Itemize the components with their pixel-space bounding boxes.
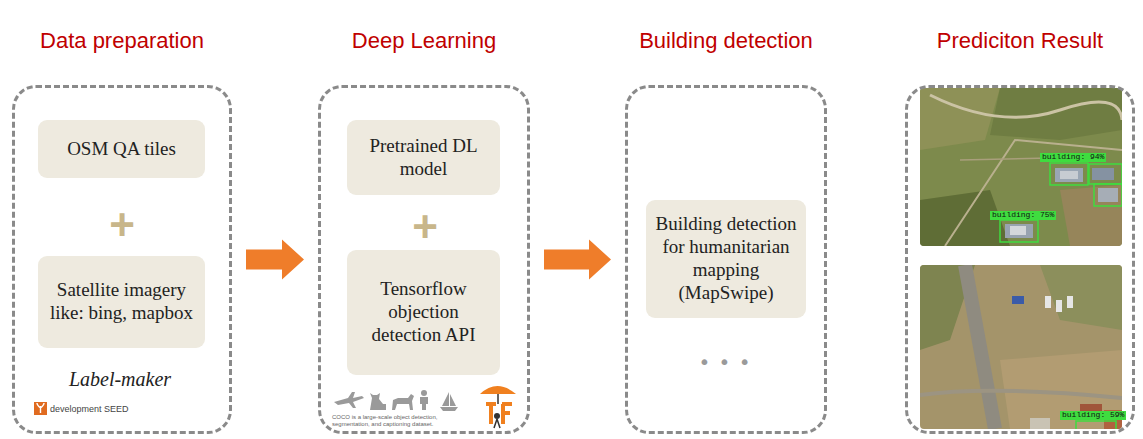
satellite-image <box>930 95 1122 120</box>
ellipsis: • • • <box>685 350 765 374</box>
process-box: Building detection for humanitarian mapp… <box>646 200 806 318</box>
satellite-image <box>1098 188 1118 202</box>
satellite-image <box>920 88 1122 246</box>
box-text: OSM QA tiles <box>67 138 176 161</box>
tensorflow-logo <box>494 419 500 428</box>
satellite-image <box>1030 418 1050 429</box>
satellite-image <box>1010 226 1026 235</box>
detection-tag: building: 94% <box>1040 153 1106 162</box>
coco-icons <box>420 397 428 410</box>
development-seed-logo <box>34 402 47 415</box>
box-text: Building detection for humanitarian mapp… <box>650 213 802 304</box>
satellite-image <box>1092 168 1114 180</box>
satellite-image <box>960 158 1050 160</box>
tensorflow-logo <box>497 394 499 404</box>
process-box: Pretrained DL model <box>347 120 500 195</box>
tool-name: Label-maker <box>40 368 200 391</box>
coco-icons <box>370 393 386 410</box>
satellite-image <box>1056 300 1062 312</box>
satellite-image <box>1094 184 1122 206</box>
plus-sign: + <box>403 205 447 249</box>
satellite-image <box>1012 296 1024 304</box>
satellite-image <box>920 88 1122 246</box>
box-text: Tensorflow objection detection API <box>351 278 496 346</box>
satellite-image <box>1089 164 1122 184</box>
coco-icons <box>334 390 458 411</box>
development-seed-logo <box>34 402 47 415</box>
satellite-image <box>1005 224 1033 238</box>
satellite-image <box>1060 185 1122 246</box>
flow-arrow <box>246 240 304 280</box>
satellite-image <box>1000 220 1038 242</box>
dataset-note: COCO is a large-scale object detection, … <box>332 414 472 428</box>
tensorflow-logo <box>480 386 516 428</box>
satellite-image <box>920 391 1122 398</box>
box-text: Satellite imagery like: bing, mapbox <box>42 279 201 325</box>
satellite-image <box>945 140 1122 246</box>
stage-panel: Prediciton Result <box>905 85 1135 434</box>
process-box: Tensorflow objection detection API <box>347 250 500 375</box>
process-box: OSM QA tiles <box>38 120 205 178</box>
stage-heading: Deep Learning <box>352 28 496 54</box>
stage-heading: Prediciton Result <box>937 28 1103 54</box>
logo-text: development SEED <box>50 404 200 414</box>
satellite-image <box>990 88 1122 140</box>
satellite-image <box>920 265 1122 429</box>
tensorflow-logo <box>486 404 496 424</box>
flow-arrow <box>544 240 611 280</box>
detection-tag: building: 59% <box>1060 411 1126 420</box>
coco-icons <box>440 392 458 411</box>
satellite-image <box>1040 265 1122 330</box>
tensorflow-logo <box>494 413 500 419</box>
coco-icons <box>334 392 364 408</box>
satellite-image <box>1050 163 1088 185</box>
coco-icons <box>421 390 427 396</box>
stage-heading: Building detection <box>639 28 813 54</box>
stage-panel: Building detectionBuilding detection for… <box>625 85 827 434</box>
satellite-image <box>1076 421 1116 429</box>
satellite-image <box>920 265 1122 429</box>
tensorflow-logo <box>480 386 516 394</box>
stage-heading: Data preparation <box>40 28 204 54</box>
coco-icons <box>392 394 414 410</box>
satellite-image <box>1060 171 1078 179</box>
development-seed-logo <box>37 403 44 413</box>
satellite-image <box>1055 168 1083 182</box>
satellite-image <box>965 265 995 429</box>
satellite-image <box>1045 296 1051 308</box>
satellite-image <box>1067 296 1073 308</box>
box-text: Pretrained DL model <box>351 135 496 181</box>
plus-sign: + <box>100 203 144 247</box>
process-box: Satellite imagery like: bing, mapbox <box>38 256 205 348</box>
detection-tag: building: 75% <box>990 211 1056 220</box>
tensorflow-logo <box>502 404 512 424</box>
stage-panel: Deep LearningPretrained DL modelTensorfl… <box>318 85 530 434</box>
